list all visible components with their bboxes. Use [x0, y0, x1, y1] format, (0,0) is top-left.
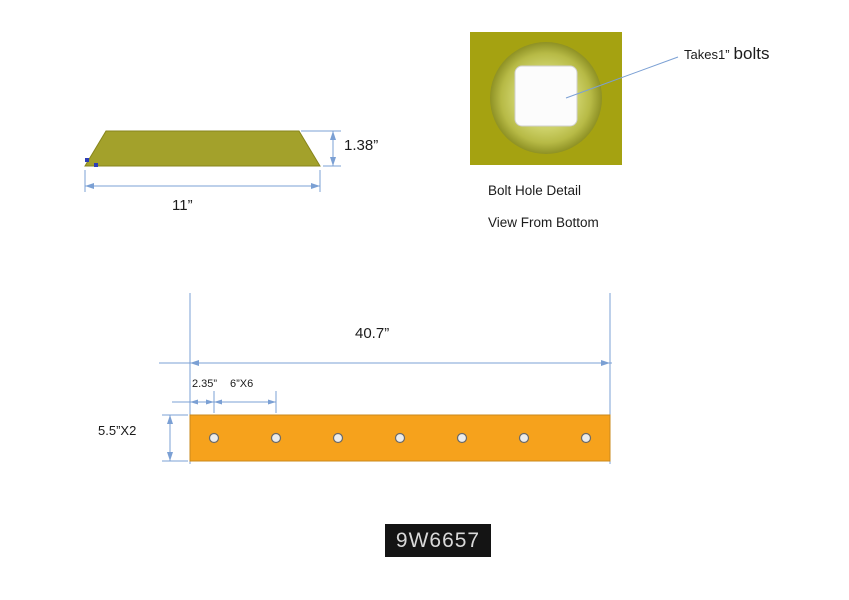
bolt-hole [580, 432, 592, 444]
square-bolt-hole [514, 65, 578, 127]
bar-height-dimension [162, 414, 188, 462]
side-width-dim-label: 11” [172, 197, 193, 214]
vertex-marker [85, 158, 89, 162]
bolt-hole [208, 432, 220, 444]
callout-label: Takes1”bolts [684, 44, 769, 64]
hole-spacing-dim-label: 6”X6 [230, 378, 254, 390]
bolt-hole [518, 432, 530, 444]
cutting-edge-side-profile [84, 130, 321, 167]
bolt-hole [332, 432, 344, 444]
bolt-hole-detail-view [470, 32, 679, 165]
side-width-dimension [84, 170, 321, 192]
part-number-box: 9W6657 [385, 524, 491, 557]
bolt-hole [456, 432, 468, 444]
side-view-profile [84, 130, 321, 167]
callout-label-word: bolts [733, 44, 770, 63]
hole-offset-dim-label: 2.35” [192, 378, 218, 390]
callout-label-prefix: Takes1” [684, 47, 730, 62]
side-height-dim-label: 1.38” [344, 137, 379, 154]
plan-view-bar [189, 414, 611, 462]
vertex-marker [94, 163, 98, 167]
bolt-hole [394, 432, 406, 444]
bar-height-dim-label: 5.5”X2 [98, 423, 137, 438]
detail-caption-line1: Bolt Hole Detail [488, 183, 582, 198]
plan-length-dim-label: 40.7” [355, 325, 390, 342]
callout-leader-line [565, 56, 679, 99]
part-number-text: 9W6657 [395, 528, 481, 552]
side-height-dimension [301, 130, 341, 167]
bolt-holes [208, 432, 592, 444]
bolt-hole [270, 432, 282, 444]
hole-spacing-dimensions [172, 391, 277, 413]
detail-caption-line2: View From Bottom [488, 215, 599, 230]
